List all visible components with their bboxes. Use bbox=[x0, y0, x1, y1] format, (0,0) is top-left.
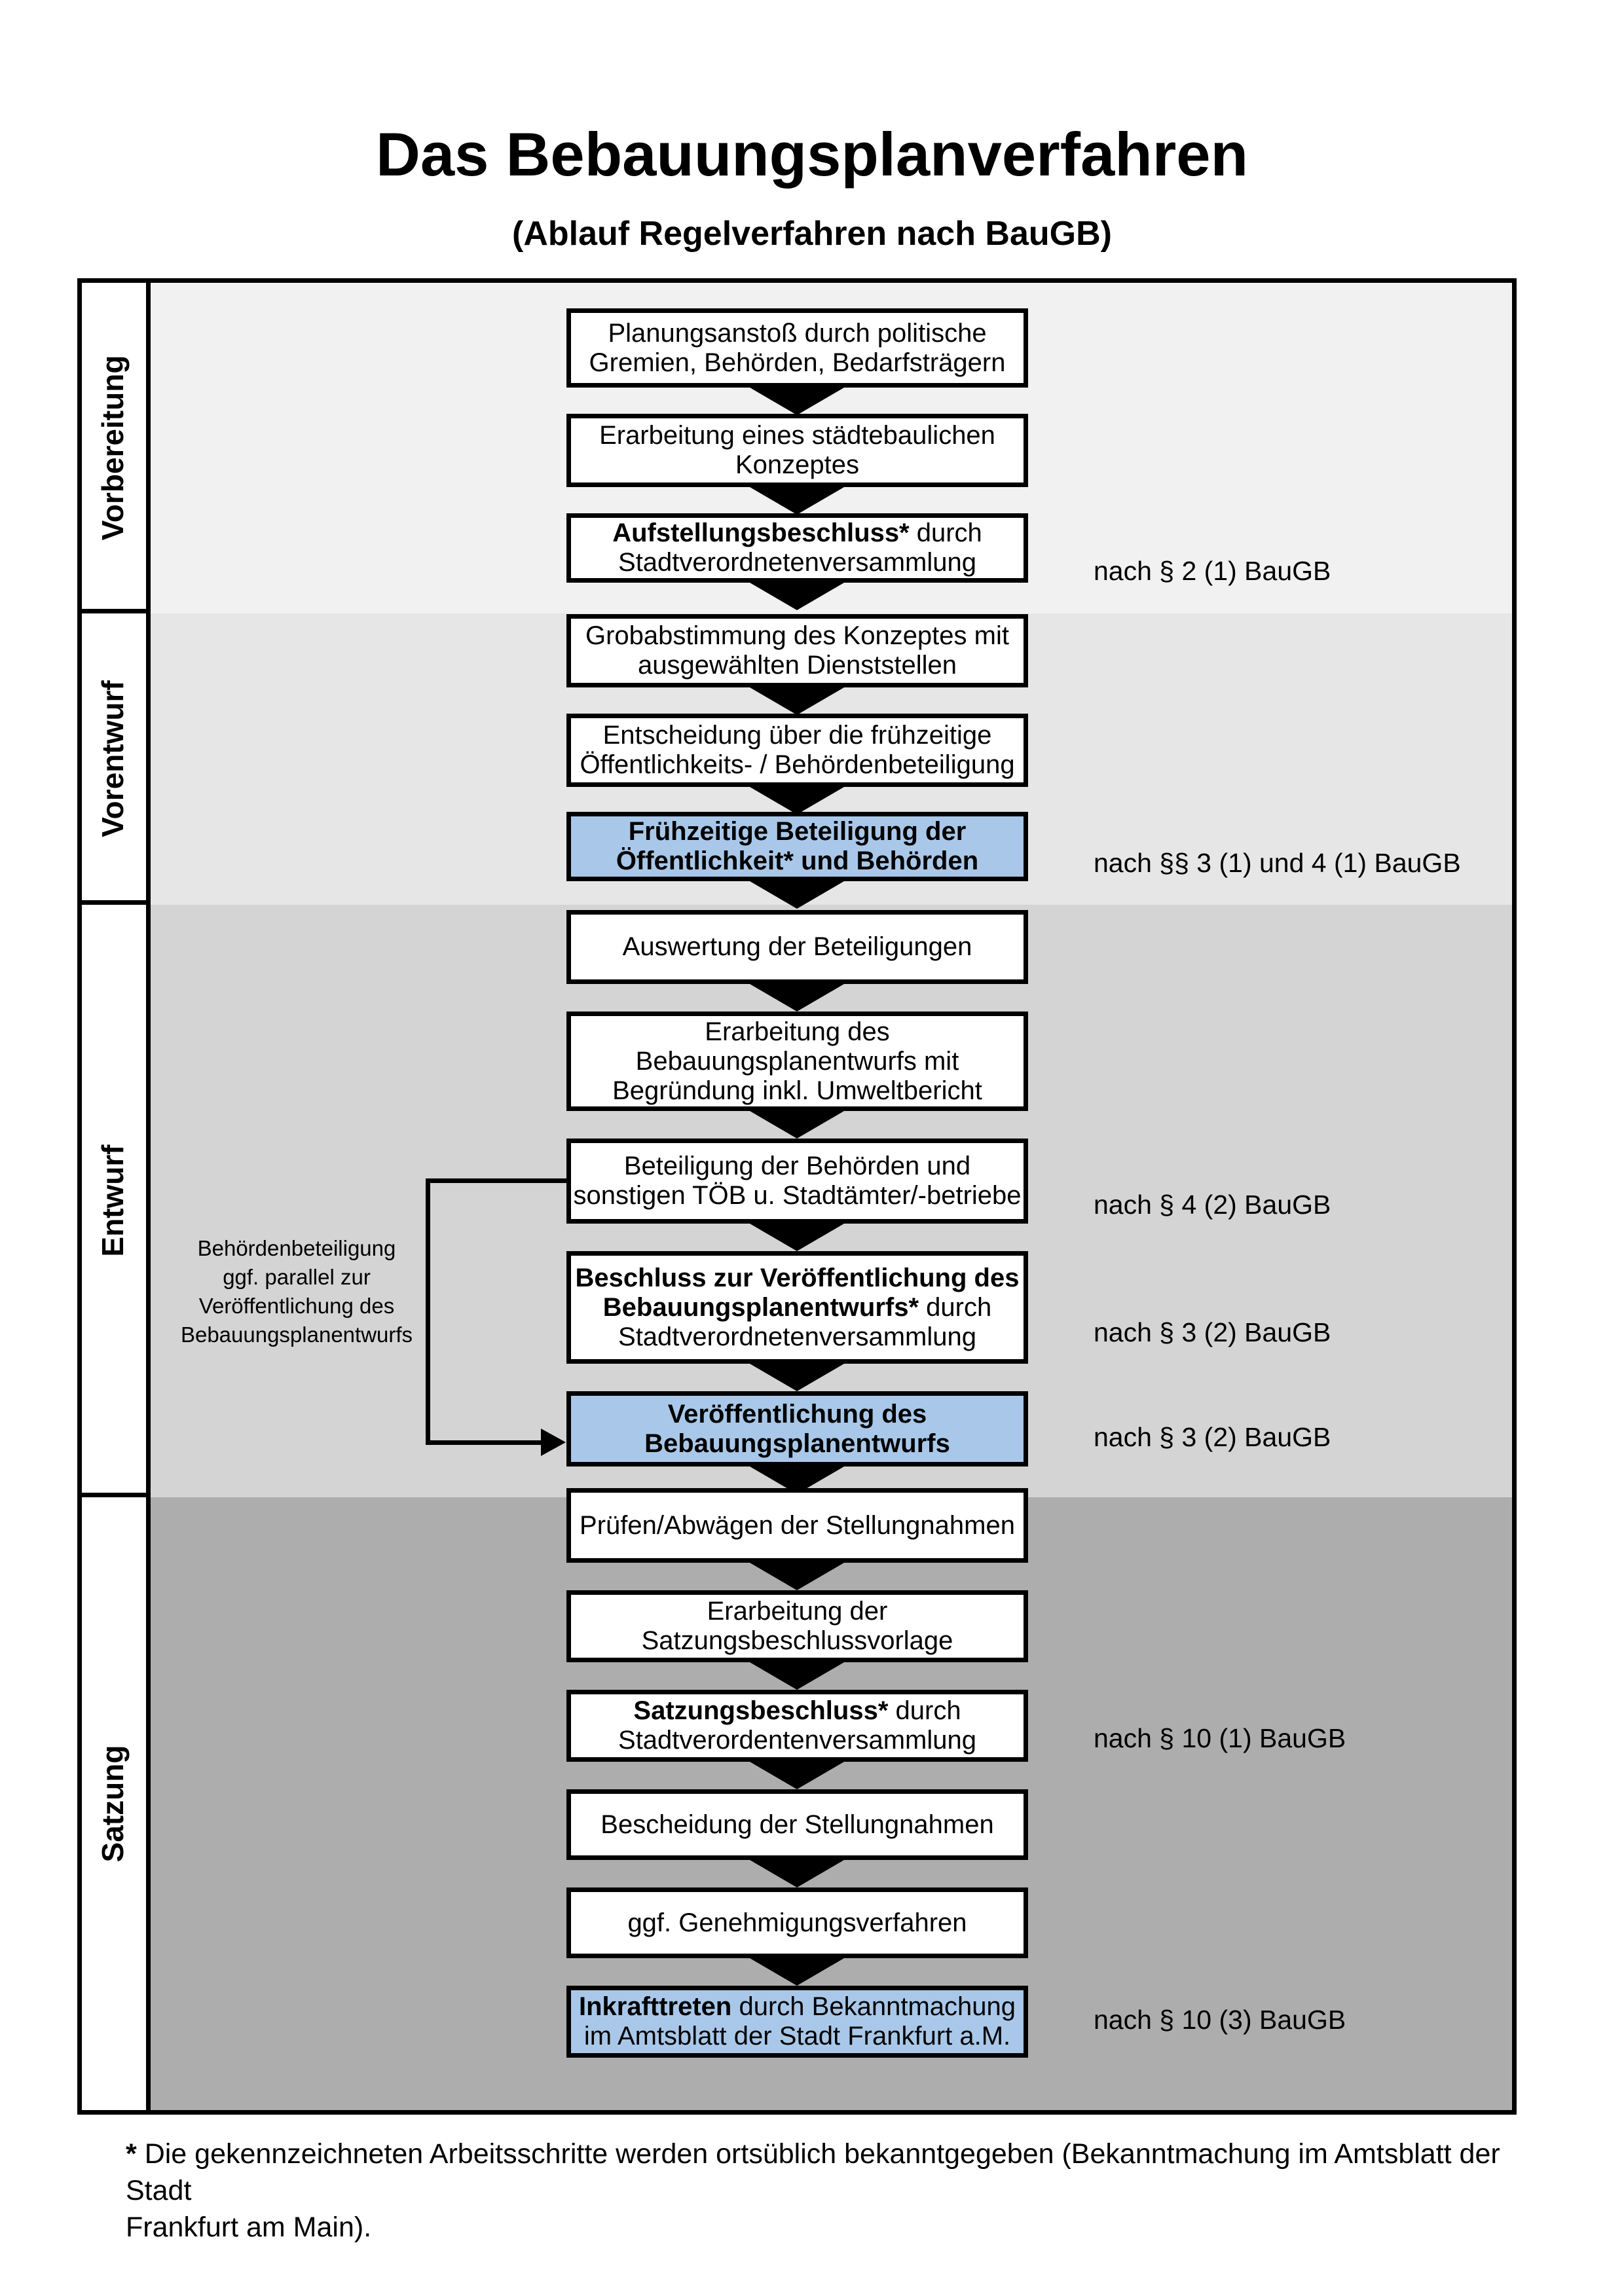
flow-arrow-icon bbox=[750, 1762, 844, 1789]
flow-step-12: Prüfen/Abwägen der Stellungnahmen bbox=[566, 1488, 1028, 1563]
flow-step-13: Erarbeitung der Satzungsbeschlussvorlage bbox=[566, 1590, 1028, 1662]
legal-ref-3: nach § 4 (2) BauGB bbox=[1094, 1190, 1331, 1220]
legal-ref-7: nach § 10 (3) BauGB bbox=[1094, 2005, 1346, 2035]
flow-step-15: Bescheidung der Stellungnahmen bbox=[566, 1789, 1028, 1860]
phase-label-vorentwurf: Vorentwurf bbox=[96, 680, 130, 837]
phase-column bbox=[82, 283, 151, 2110]
footnote-marker: * bbox=[126, 2138, 137, 2170]
legal-ref-6: nach § 10 (1) BauGB bbox=[1094, 1723, 1346, 1753]
flow-step-14: Satzungsbeschluss* durch Stadtverordente… bbox=[566, 1690, 1028, 1762]
flow-arrow-icon bbox=[750, 1224, 844, 1251]
flow-step-9: Beteiligung der Behörden und sonstigen T… bbox=[566, 1139, 1028, 1224]
flow-step-7: Auswertung der Beteiligungen bbox=[566, 910, 1028, 984]
flow-arrow-icon bbox=[750, 1662, 844, 1690]
flow-step-5: Entscheidung über die frühzeitige Öffent… bbox=[566, 714, 1028, 787]
legal-ref-2: nach §§ 3 (1) und 4 (1) BauGB bbox=[1094, 848, 1461, 878]
legal-ref-4: nach § 3 (2) BauGB bbox=[1094, 1317, 1331, 1347]
flow-step-3: Aufstellungsbeschluss* durch Stadtverord… bbox=[566, 513, 1028, 583]
flow-arrow-icon bbox=[750, 881, 844, 909]
flow-step-11: Veröffentlichung des Bebauungsplanentwur… bbox=[566, 1391, 1028, 1467]
flow-step-17: Inkrafttreten durch Bekanntmachung im Am… bbox=[566, 1986, 1028, 2058]
connector-arrow-icon bbox=[541, 1429, 566, 1456]
flow-arrow-icon bbox=[750, 787, 844, 814]
phase-label-entwurf: Entwurf bbox=[96, 1144, 130, 1257]
phase-label-satzung: Satzung bbox=[96, 1745, 130, 1863]
footnote-text: Die gekennzeichneten Arbeitsschritte wer… bbox=[126, 2138, 1500, 2243]
legal-ref-1: nach § 2 (1) BauGB bbox=[1094, 556, 1331, 586]
side-note: Behördenbeteiligung ggf. parallel zur Ve… bbox=[180, 1236, 413, 1347]
page-title: Das Bebauungsplanverfahren bbox=[375, 120, 1249, 189]
flow-arrow-icon bbox=[750, 388, 844, 415]
phase-label-vorbereitung: Vorbereitung bbox=[96, 355, 130, 541]
connector-bracket-bottom bbox=[426, 1440, 542, 1445]
flow-step-1: Planungsanstoß durch politische Gremien,… bbox=[566, 308, 1028, 388]
phase-divider bbox=[82, 900, 151, 905]
flow-arrow-icon bbox=[750, 1563, 844, 1590]
legal-ref-5: nach § 3 (2) BauGB bbox=[1094, 1422, 1331, 1452]
flow-arrow-icon bbox=[750, 687, 844, 715]
flow-arrow-icon bbox=[750, 1364, 844, 1391]
flow-arrow-icon bbox=[750, 487, 844, 515]
flow-arrow-icon bbox=[750, 1958, 844, 1986]
connector-bracket-vertical bbox=[426, 1178, 430, 1445]
flow-step-4: Grobabstimmung des Konzeptes mit ausgewä… bbox=[566, 614, 1028, 687]
flow-arrow-icon bbox=[750, 1860, 844, 1887]
flow-arrow-icon bbox=[750, 984, 844, 1011]
flow-step-8: Erarbeitung des Bebauungsplanentwurfs mi… bbox=[566, 1011, 1028, 1111]
page-subtitle: (Ablauf Regelverfahren nach BauGB) bbox=[512, 215, 1112, 253]
flow-arrow-icon bbox=[750, 583, 844, 610]
flow-step-6: Frühzeitige Beteiligung der Öffentlichke… bbox=[566, 812, 1028, 881]
phase-divider bbox=[82, 1493, 151, 1497]
flow-step-2: Erarbeitung eines städtebaulichen Konzep… bbox=[566, 414, 1028, 487]
flow-step-16: ggf. Genehmigungsverfahren bbox=[566, 1887, 1028, 1958]
flow-arrow-icon bbox=[750, 1111, 844, 1139]
connector-bracket-top bbox=[426, 1178, 566, 1183]
phase-divider bbox=[82, 609, 151, 613]
footnote: * Die gekennzeichneten Arbeitsschritte w… bbox=[126, 2136, 1527, 2246]
flow-step-10: Beschluss zur Veröffentlichung des Bebau… bbox=[566, 1251, 1028, 1364]
